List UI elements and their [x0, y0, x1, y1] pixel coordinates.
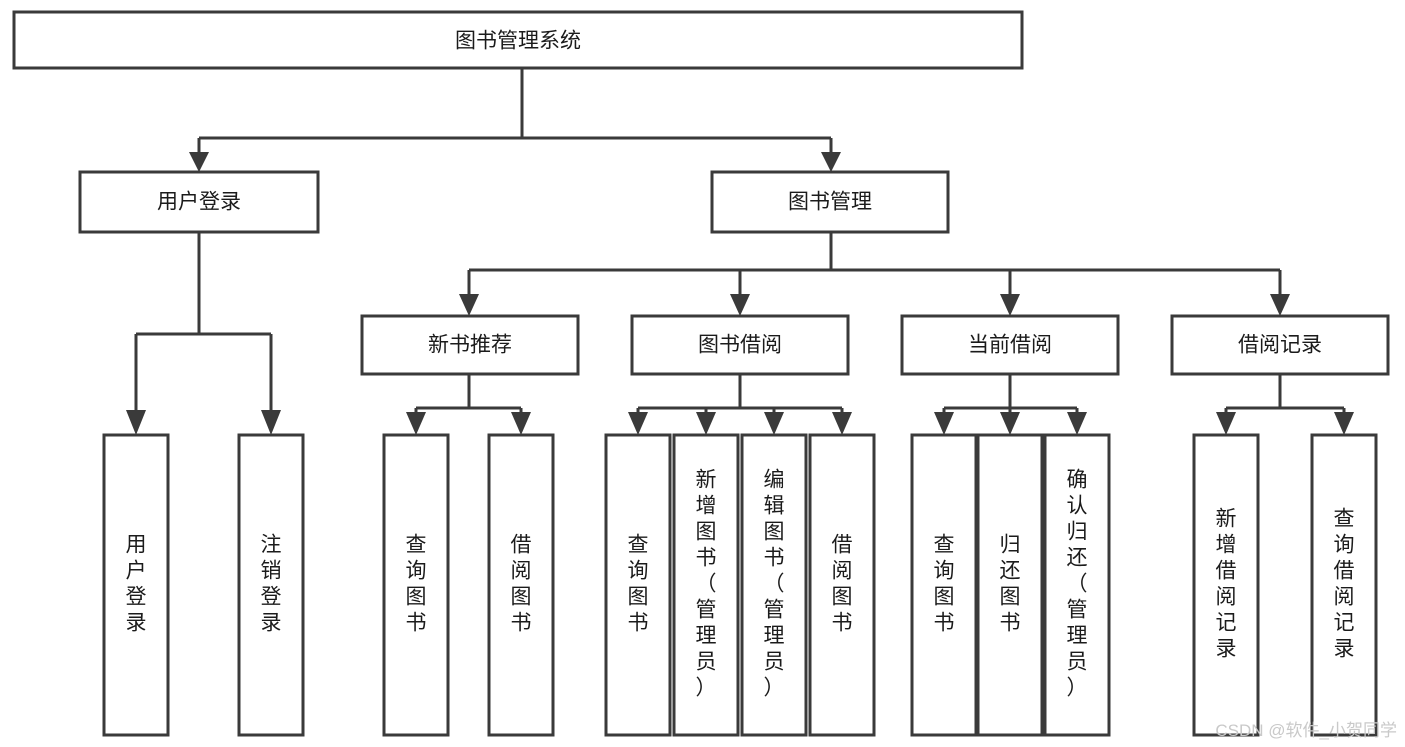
- leaf-bb-edit-book-label: 编辑图书（管理员）: [764, 469, 785, 700]
- leaf-nb-query-book-box[interactable]: [382, 433, 450, 737]
- leaf-cb-confirm-return-box[interactable]: [1043, 433, 1111, 737]
- arrowhead-bb-edit-book: [764, 412, 784, 435]
- user-login-label: 用户登录: [157, 191, 241, 214]
- borrow-record-box[interactable]: [1170, 314, 1390, 376]
- leaf-bb-add-book[interactable]: 新增图书（管理员）: [672, 433, 740, 737]
- leaf-br-add-record-box[interactable]: [1192, 433, 1260, 737]
- node-user-login[interactable]: 用户登录: [78, 170, 320, 234]
- node-book-borrow[interactable]: 图书借阅: [630, 314, 850, 376]
- leaf-logout-box[interactable]: [237, 433, 305, 737]
- leaf-br-add-record[interactable]: 新增借阅记录: [1192, 433, 1260, 737]
- arrowhead-cb-query-book: [934, 412, 954, 435]
- node-new-book-recommend[interactable]: 新书推荐: [360, 314, 580, 376]
- leaf-bb-add-book-box[interactable]: [672, 433, 740, 737]
- book-manage-box[interactable]: [710, 170, 950, 234]
- book-borrow-box[interactable]: [630, 314, 850, 376]
- leaf-logout[interactable]: 注销登录: [237, 433, 305, 737]
- leaf-nb-borrow-book[interactable]: 借阅图书: [487, 433, 555, 737]
- root-box[interactable]: [12, 10, 1024, 70]
- current-borrow-box[interactable]: [900, 314, 1120, 376]
- leaf-cb-query-book[interactable]: 查询图书: [910, 433, 978, 737]
- connector-layer: [126, 68, 1354, 435]
- arrowhead-cb-return-book: [1000, 412, 1020, 435]
- leaf-nb-borrow-book-box[interactable]: [487, 433, 555, 737]
- arrowhead-cb-confirm-return: [1067, 412, 1087, 435]
- leaf-cb-confirm-return[interactable]: 确认归还（管理员）: [1043, 433, 1111, 737]
- leaf-bb-borrow-book-box[interactable]: [808, 433, 876, 737]
- leaf-nb-query-book[interactable]: 查询图书: [382, 433, 450, 737]
- new-book-recommend-label: 新书推荐: [428, 334, 512, 357]
- leaf-bb-query-book-label: 查询图书: [628, 534, 649, 635]
- root-label: 图书管理系统: [455, 30, 581, 53]
- book-borrow-label: 图书借阅: [698, 334, 782, 357]
- arrowhead-bb-add-book: [696, 412, 716, 435]
- current-borrow-label: 当前借阅: [968, 334, 1052, 357]
- node-root-system[interactable]: 图书管理系统: [12, 10, 1024, 70]
- node-book-manage[interactable]: 图书管理: [710, 170, 950, 234]
- leaf-cb-query-book-box[interactable]: [910, 433, 978, 737]
- leaf-logout-label: 注销登录: [261, 534, 282, 635]
- book-manage-label: 图书管理: [788, 191, 872, 214]
- arrowhead-bb-borrow-book: [832, 412, 852, 435]
- leaf-bb-query-book[interactable]: 查询图书: [604, 433, 672, 737]
- arrowhead-br-add-record: [1216, 412, 1236, 435]
- leaf-bb-borrow-book[interactable]: 借阅图书: [808, 433, 876, 737]
- leaf-br-query-record[interactable]: 查询借阅记录: [1310, 433, 1378, 737]
- leaf-user-login-box[interactable]: [102, 433, 170, 737]
- new-book-recommend-box[interactable]: [360, 314, 580, 376]
- leaf-user-login[interactable]: 用户登录: [102, 433, 170, 737]
- arrowhead-current-borrow: [1000, 294, 1020, 316]
- leaf-bb-edit-book[interactable]: 编辑图书（管理员）: [740, 433, 808, 737]
- leaf-cb-return-book-label: 归还图书: [1000, 534, 1021, 635]
- arrowhead-borrow-record: [1270, 294, 1290, 316]
- leaf-cb-return-book[interactable]: 归还图书: [976, 433, 1044, 737]
- leaf-br-add-record-label: 新增借阅记录: [1216, 508, 1237, 661]
- leaf-br-query-record-label: 查询借阅记录: [1334, 508, 1355, 661]
- node-borrow-record[interactable]: 借阅记录: [1170, 314, 1390, 376]
- arrowhead-new-book-recommend: [459, 294, 479, 316]
- borrow-record-label: 借阅记录: [1238, 334, 1322, 357]
- leaf-cb-return-book-box[interactable]: [976, 433, 1044, 737]
- user-login-box[interactable]: [78, 170, 320, 234]
- leaf-nb-borrow-book-label: 借阅图书: [511, 534, 532, 635]
- leaf-br-query-record-box[interactable]: [1310, 433, 1378, 737]
- leaf-cb-query-book-label: 查询图书: [934, 534, 955, 635]
- leaf-nb-query-book-label: 查询图书: [406, 534, 427, 635]
- arrowhead-user-login: [189, 152, 209, 172]
- leaf-cb-confirm-return-label: 确认归还（管理员）: [1067, 469, 1088, 700]
- leaf-user-login-label: 用户登录: [126, 534, 147, 635]
- arrowhead-book-borrow: [730, 294, 750, 316]
- leaf-bb-edit-book-box[interactable]: [740, 433, 808, 737]
- node-current-borrow[interactable]: 当前借阅: [900, 314, 1120, 376]
- arrowhead-leaf-user-login: [126, 410, 146, 435]
- leaf-bb-add-book-label: 新增图书（管理员）: [696, 469, 717, 700]
- arrowhead-bb-query-book: [628, 412, 648, 435]
- leaf-bb-borrow-book-label: 借阅图书: [832, 534, 853, 635]
- arrowhead-leaf-logout: [261, 410, 281, 435]
- arrowhead-book-manage: [821, 152, 841, 172]
- arrowhead-br-query-record: [1334, 412, 1354, 435]
- arrowhead-nb-query-book: [406, 412, 426, 435]
- leaf-bb-query-book-box[interactable]: [604, 433, 672, 737]
- arrowhead-nb-borrow-book: [511, 412, 531, 435]
